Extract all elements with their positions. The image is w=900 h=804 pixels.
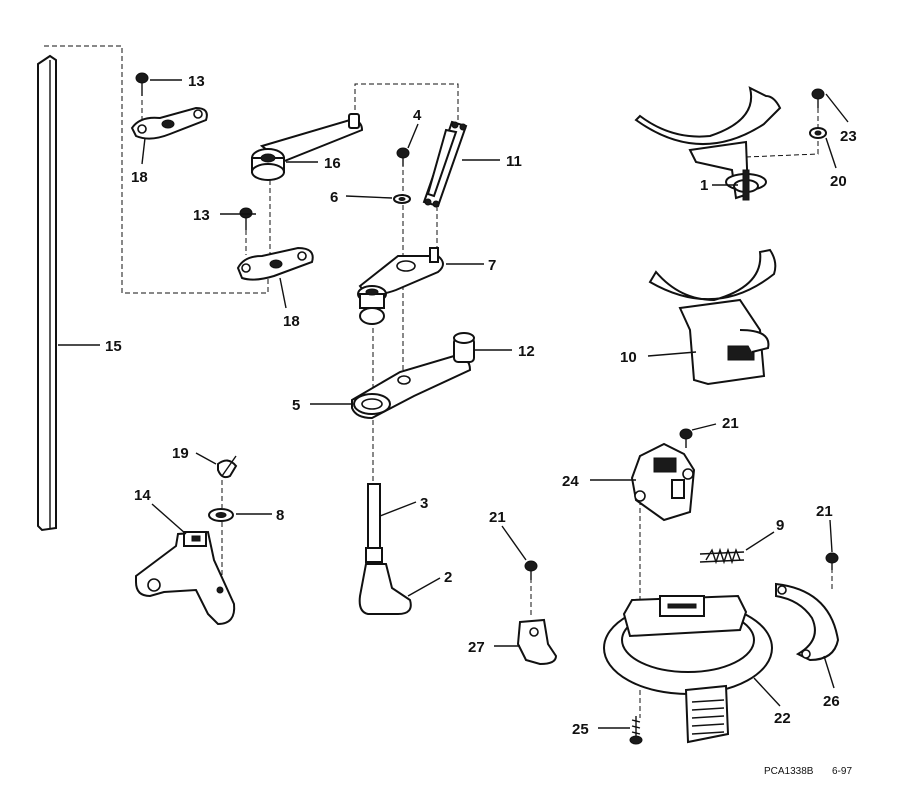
part-18-bracket-upper	[130, 106, 208, 140]
callout-8: 8	[276, 507, 284, 524]
callout-23: 23	[840, 128, 857, 145]
grip-ridges	[691, 699, 725, 735]
callout-13-upper: 13	[188, 73, 205, 90]
callout-20: 20	[830, 173, 847, 190]
callout-11: 11	[506, 153, 522, 170]
callout-3: 3	[420, 495, 428, 512]
callout-22: 22	[774, 710, 791, 727]
part-2-base	[358, 563, 412, 615]
drawing-code: PCA1338B	[764, 766, 814, 777]
callout-27: 27	[468, 639, 485, 656]
part-24-follower	[630, 442, 696, 522]
part-7-lever	[357, 247, 444, 325]
callout-25: 25	[572, 721, 589, 738]
part-22-base-ring	[603, 594, 773, 744]
part-27-small-bracket	[516, 618, 558, 666]
callout-26: 26	[823, 693, 840, 710]
part-23-screw	[811, 88, 825, 108]
callout-labels: 13 18 16 13 18 15 4 6 11 7 12 5 3 2 19 8…	[105, 73, 857, 738]
part-25-screw	[629, 716, 643, 745]
part-26-arc-bracket	[775, 582, 840, 662]
part-16-lever-pulley	[251, 113, 364, 181]
callout-13-lower: 13	[193, 207, 210, 224]
callout-6: 6	[330, 189, 338, 206]
part-14-bracket	[135, 530, 236, 626]
part-21-screw-upper	[679, 428, 693, 448]
callout-18-upper: 18	[131, 169, 148, 186]
callout-14: 14	[134, 487, 151, 504]
part-6-washer	[393, 194, 411, 204]
part-13-screw-upper	[135, 72, 149, 96]
callout-10: 10	[620, 349, 637, 366]
part-15-shift-rod	[37, 54, 57, 532]
callout-18-lower: 18	[283, 313, 300, 330]
part-11-link	[422, 120, 468, 208]
part-19-clip	[217, 455, 238, 479]
part-21-screw-middle	[524, 560, 538, 580]
part-9-spring	[699, 547, 745, 565]
callout-2: 2	[444, 569, 452, 586]
callout-7: 7	[488, 257, 496, 274]
drawing-footer: PCA1338B 6-97	[764, 766, 852, 777]
callout-21-middle: 21	[489, 509, 506, 526]
callout-9: 9	[776, 517, 784, 534]
callout-21-upper: 21	[722, 415, 739, 432]
callout-24: 24	[562, 473, 579, 490]
drawing-date: 6-97	[832, 766, 852, 777]
callout-21-right: 21	[816, 503, 833, 520]
part-8-washer	[208, 508, 234, 522]
part-20-washer	[809, 127, 827, 139]
part-21-screw-right	[825, 552, 839, 570]
callout-16: 16	[324, 155, 341, 172]
callout-15: 15	[105, 338, 122, 355]
part-1-throttle-cam	[634, 86, 782, 201]
part-18-bracket-lower	[236, 246, 314, 281]
part-12-shift-lever	[351, 332, 475, 420]
callout-19: 19	[172, 445, 189, 462]
part-13-screw-lower	[239, 207, 253, 230]
callout-1: 1	[700, 177, 708, 194]
leader-lines	[58, 79, 849, 729]
callout-5: 5	[292, 397, 300, 414]
callout-4: 4	[413, 107, 422, 124]
part-4-screw	[396, 147, 410, 166]
part-10-throttle-arm	[648, 248, 777, 386]
part-3-shaft	[365, 483, 383, 565]
callout-12: 12	[518, 343, 535, 360]
